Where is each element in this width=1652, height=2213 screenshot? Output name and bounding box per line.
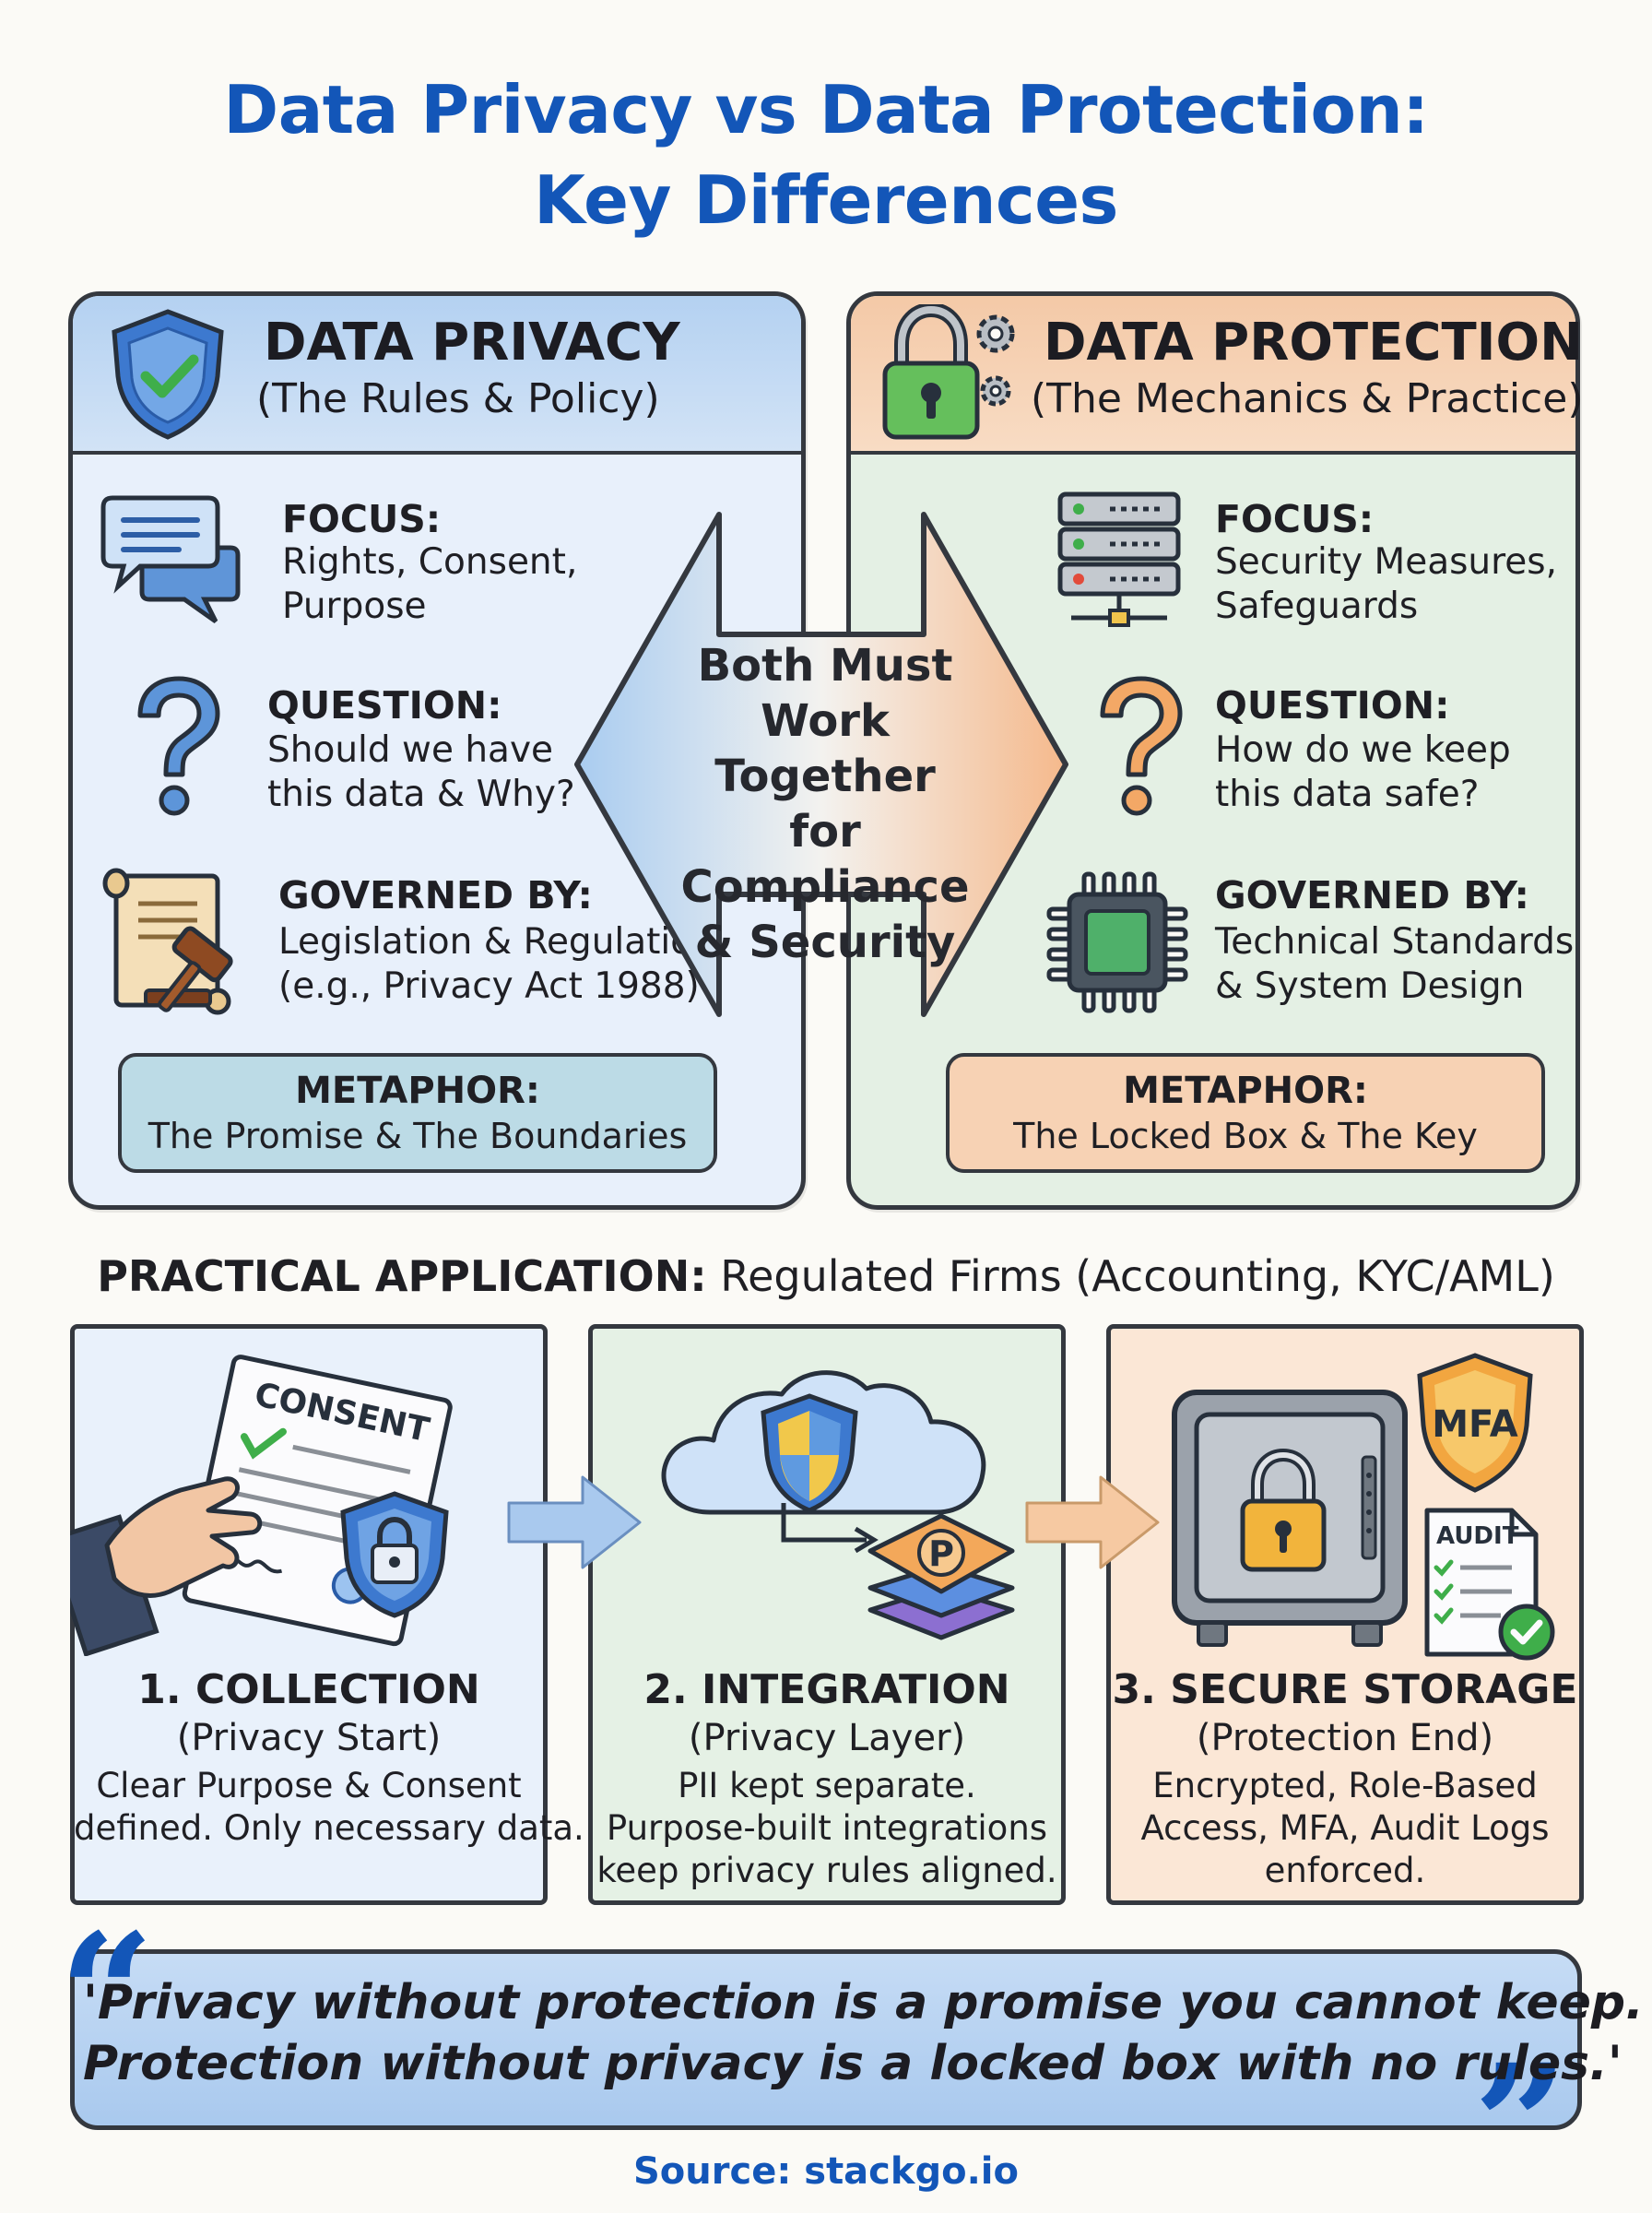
protection-focus-line-1: Security Measures,	[1215, 541, 1558, 583]
cloud-shield-icon	[661, 1370, 986, 1554]
center-line-2: Work Together	[714, 695, 936, 802]
mfa-badge-text: MFA	[1432, 1403, 1518, 1446]
center-line-1: Both Must	[697, 640, 953, 692]
privacy-metaphor-label: METAPHOR:	[295, 1070, 540, 1112]
privacy-governed-line-1: Legislation & Regulation	[278, 921, 715, 963]
step-3-desc-2: Access, MFA, Audit Logs	[1140, 1808, 1550, 1848]
privacy-question-line-2: this data & Why?	[267, 774, 575, 815]
step-1-subtitle: (Privacy Start)	[176, 1717, 442, 1759]
privacy-question-line-1: Should we have	[267, 729, 554, 771]
audit-doc-text: AUDIT	[1436, 1522, 1519, 1550]
page-title: Data Privacy vs Data Protection: Key Dif…	[0, 65, 1652, 245]
title-line-1: Data Privacy vs Data Protection:	[223, 71, 1429, 148]
protection-question-line-1: How do we keep	[1215, 729, 1511, 771]
layers-letter: P	[928, 1533, 954, 1574]
quote-box	[70, 1949, 1582, 2130]
protection-governed-line-2: & System Design	[1215, 965, 1525, 1007]
center-line-4: & Security	[694, 917, 956, 968]
double-arrow-shape	[574, 512, 1068, 1017]
padlock-gears-icon	[882, 304, 1015, 440]
privacy-subtitle: (The Rules & Policy)	[256, 375, 660, 422]
step-1-desc-2: defined. Only necessary data.	[74, 1808, 584, 1848]
shield-check-icon	[112, 309, 224, 440]
protection-metaphor-label: METAPHOR:	[1123, 1070, 1368, 1112]
close-quote-mark: ”	[1473, 2029, 1569, 2213]
speech-bubbles-icon	[100, 495, 241, 624]
step-1-desc-1: Clear Purpose & Consent	[96, 1766, 522, 1805]
question-mark-icon-orange	[1100, 676, 1183, 816]
microchip-icon	[1046, 871, 1188, 1013]
privacy-governed-line-2: (e.g., Privacy Act 1988)	[278, 965, 700, 1007]
practical-heading-bold: PRACTICAL APPLICATION:	[97, 1251, 707, 1301]
step-2-desc-1: PII kept separate.	[678, 1766, 976, 1805]
privacy-title: DATA PRIVACY	[264, 313, 680, 373]
title-line-2: Key Differences	[534, 161, 1118, 239]
step-3-title: 3. SECURE STORAGE	[1112, 1666, 1578, 1713]
protection-title: DATA PROTECTION	[1044, 313, 1583, 373]
flow-arrow-1	[507, 1475, 642, 1569]
open-quote-mark: “	[59, 1898, 155, 2092]
consent-document-icon: CONSENT	[70, 1355, 453, 1656]
privacy-metaphor-box: METAPHOR: The Promise & The Boundaries	[118, 1053, 717, 1173]
flow-arrow-2	[1025, 1475, 1160, 1569]
protection-governed-line-1: Technical Standards	[1215, 921, 1575, 963]
safe-vault-icon	[1172, 1390, 1408, 1647]
step-3-desc-1: Encrypted, Role-Based	[1152, 1766, 1538, 1805]
privacy-metaphor-text: The Promise & The Boundaries	[148, 1116, 688, 1156]
protection-focus-line-2: Safeguards	[1215, 586, 1419, 627]
server-rack-icon	[1057, 491, 1181, 627]
protection-governed-label: GOVERNED BY:	[1215, 873, 1529, 917]
scroll-gavel-icon	[102, 868, 233, 1015]
step-2-title: 2. INTEGRATION	[643, 1666, 1010, 1713]
step-2-desc-3: keep privacy rules aligned.	[596, 1851, 1057, 1890]
practical-heading-rest: Regulated Firms (Accounting, KYC/AML)	[706, 1251, 1555, 1301]
protection-question-label: QUESTION:	[1215, 683, 1450, 728]
protection-metaphor-box: METAPHOR: The Locked Box & The Key	[946, 1053, 1545, 1173]
mfa-shield-icon: MFA	[1417, 1353, 1533, 1493]
center-line-3: for Compliance	[680, 806, 970, 913]
step-2-desc-2: Purpose-built integrations	[606, 1808, 1048, 1848]
protection-focus-label: FOCUS:	[1215, 497, 1375, 541]
source-credit: Source: stackgo.io	[633, 2150, 1019, 2193]
step-3-subtitle: (Protection End)	[1196, 1717, 1494, 1759]
protection-metaphor-text: The Locked Box & The Key	[1013, 1116, 1478, 1156]
practical-heading: PRACTICAL APPLICATION: Regulated Firms (…	[0, 1247, 1652, 1306]
audit-document-icon: AUDIT	[1424, 1508, 1555, 1661]
step-2-subtitle: (Privacy Layer)	[688, 1717, 966, 1759]
question-mark-icon	[137, 676, 220, 816]
privacy-governed-label: GOVERNED BY:	[278, 873, 593, 917]
protection-subtitle: (The Mechanics & Practice)	[1031, 375, 1584, 422]
step-3-desc-3: enforced.	[1264, 1851, 1426, 1890]
quote-line-1: 'Privacy without protection is a promise…	[83, 1975, 1644, 2030]
center-message: Both Must Work Together for Compliance &…	[645, 638, 1005, 970]
quote-line-2: Protection without privacy is a locked b…	[83, 2036, 1622, 2091]
privacy-question-label: QUESTION:	[267, 683, 502, 728]
privacy-focus-line-1: Rights, Consent,	[282, 541, 578, 583]
protection-question-line-2: this data safe?	[1215, 774, 1480, 815]
privacy-focus-label: FOCUS:	[282, 497, 442, 541]
step-1-title: 1. COLLECTION	[137, 1666, 480, 1713]
data-layers-icon: P	[867, 1513, 1015, 1640]
privacy-focus-line-2: Purpose	[282, 586, 427, 627]
